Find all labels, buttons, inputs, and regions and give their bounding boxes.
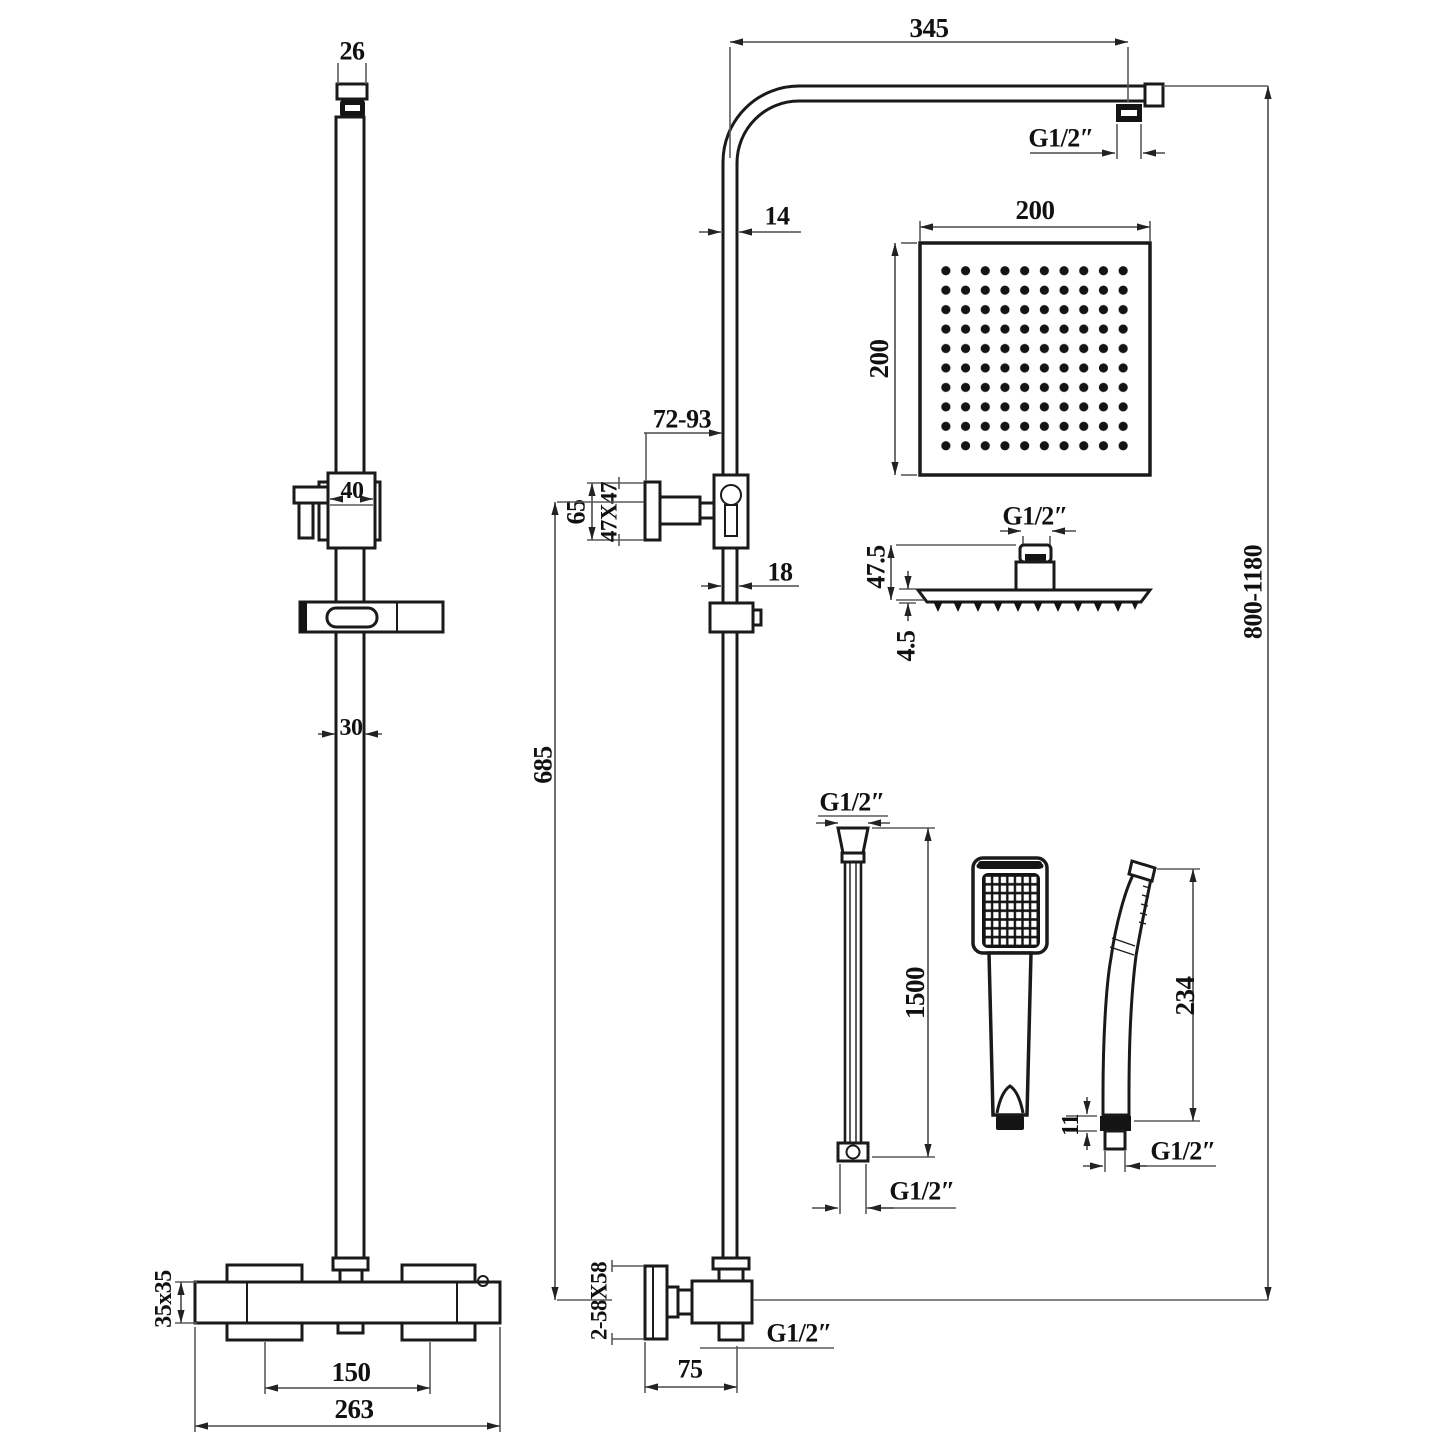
dim-valve-width: 263	[194, 1327, 501, 1432]
dim-handset-height: 234	[1134, 868, 1200, 1122]
dim-overall-height-label: 800-1180	[1239, 544, 1268, 639]
dim-outlet-thread-label: G1/2″	[766, 1319, 831, 1348]
dim-head-depth-label: 200	[864, 340, 894, 379]
dim-arm-length-label: 345	[910, 13, 949, 43]
shower-hose: G1/2″ 1500 G1/2″	[812, 788, 956, 1214]
dim-head-height-label: 47.5	[862, 545, 891, 589]
dim-hose-top-thread-label: G1/2″	[819, 788, 884, 817]
dim-bracket-reach-label: 72-93	[653, 405, 712, 434]
front-view: 26 40 30 35x35 150 263	[151, 37, 502, 1432]
dim-hose-bottom-thread: G1/2″	[812, 1164, 956, 1214]
dim-valve-reach: 75	[644, 1342, 738, 1393]
dim-outlet-thread: G1/2″	[700, 1319, 834, 1349]
dim-head-edge-label: 4.5	[892, 630, 921, 662]
dim-pipe-width-label: 18	[768, 558, 794, 587]
head-side-nozzles	[933, 601, 1139, 612]
dim-wall-plates: 2-58X58	[587, 1260, 644, 1345]
dim-head-width: 200	[919, 195, 1151, 241]
dim-bracket-height: 65	[562, 483, 596, 540]
dim-rail-width-label: 30	[340, 715, 364, 741]
dim-arm-thread: G1/2″	[1028, 124, 1165, 159]
slider-clamp-side	[708, 601, 763, 634]
dim-hose-length-label: 1500	[900, 967, 930, 1019]
shower-head-nozzles	[936, 261, 1134, 456]
handset-face-nozzles	[984, 875, 1038, 946]
dim-rail-width: 30	[318, 715, 382, 741]
dim-valve-centres-label: 150	[332, 1357, 371, 1387]
dim-handset-height-label: 234	[1170, 977, 1200, 1016]
dim-head-thread: G1/2″	[1000, 502, 1076, 546]
dim-bracket-plate: 47X47	[587, 477, 644, 546]
dim-slider-width: 40	[330, 478, 373, 506]
slider-holder-front	[292, 471, 382, 550]
dim-head-thread-label: G1/2″	[1002, 502, 1067, 531]
dim-arm-pipe-label: 14	[765, 202, 791, 231]
wall-bracket-side	[643, 473, 750, 550]
dim-arm-pipe: 14	[699, 202, 801, 236]
dim-hose-top-thread: G1/2″	[816, 788, 890, 827]
dim-valve-section: 35x35	[151, 1270, 197, 1328]
dim-cap-width: 26	[337, 37, 367, 84]
dim-head-width-label: 200	[1016, 195, 1055, 225]
dim-bracket-reach: 72-93	[644, 405, 722, 481]
dim-wall-plates-label: 2-58X58	[587, 1262, 612, 1340]
dim-valve-section-label: 35x35	[151, 1270, 177, 1328]
riser-rail-front	[334, 82, 369, 1260]
thermostatic-valve-side	[643, 1256, 754, 1342]
dim-bracket-height-label: 65	[562, 499, 591, 525]
dim-overall-height: 800-1180	[557, 85, 1272, 1301]
side-view: 345 14 G1/2″ 72-93 47X47 65 18 685	[529, 13, 1272, 1393]
dim-hose-length: 1500	[872, 827, 935, 1158]
dim-bracket-plate-label: 47X47	[597, 482, 622, 542]
riser-column-side	[721, 82, 1165, 1258]
thermostatic-valve-front	[193, 1256, 502, 1342]
dim-column-length: 685	[529, 501, 644, 1300]
dim-head-height: 47.5	[862, 544, 1016, 601]
overhead-shower-side-view: 47.5 4.5	[862, 543, 1153, 662]
dim-head-edge: 4.5	[892, 571, 921, 662]
dim-handset-thread: G1/2″	[1083, 1137, 1216, 1172]
dim-arm-thread-label: G1/2″	[1028, 124, 1093, 153]
dim-head-depth: 200	[864, 242, 917, 476]
handset-front-view	[971, 856, 1049, 1130]
overhead-shower-top-view: 200 200 G1/2″	[864, 195, 1152, 546]
dim-hose-bottom-thread-label: G1/2″	[889, 1177, 954, 1206]
dim-valve-reach-label: 75	[678, 1355, 704, 1384]
dim-pipe-width: 18	[701, 558, 799, 590]
dim-valve-width-label: 263	[335, 1394, 374, 1424]
soap-dish	[298, 600, 445, 634]
dim-valve-centres: 150	[264, 1342, 431, 1394]
dim-handset-collar-label: 11	[1058, 1114, 1084, 1136]
handset-side-view: 234 11 G1/2″	[1058, 859, 1216, 1172]
dim-column-length-label: 685	[529, 746, 558, 784]
dim-handset-collar: 11	[1058, 1097, 1097, 1150]
dim-cap-width-label: 26	[340, 37, 366, 66]
dim-arm-length: 345	[729, 13, 1129, 158]
dim-handset-thread-label: G1/2″	[1150, 1137, 1215, 1166]
dim-slider-width-label: 40	[341, 478, 365, 504]
